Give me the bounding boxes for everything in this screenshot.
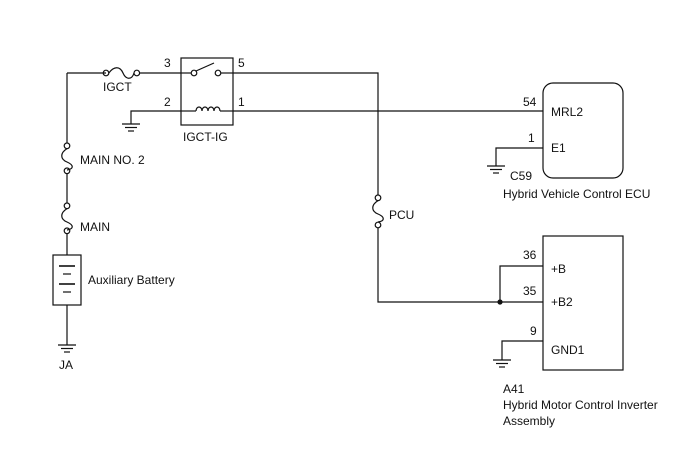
relay-name-label: IGCT-IG (183, 130, 228, 144)
hybrid-vehicle-control-ecu-box (542, 82, 624, 179)
ground-ja-label: JA (59, 358, 73, 372)
relay-pin-2: 2 (164, 95, 171, 109)
inverter-name-line1: Hybrid Motor Control Inverter (503, 398, 658, 412)
ground-symbol-ja (58, 344, 76, 353)
wire-relay-pin5 (233, 72, 379, 195)
auxiliary-battery (52, 254, 82, 306)
main-fuse (61, 202, 73, 235)
auxiliary-battery-label: Auxiliary Battery (88, 273, 175, 287)
ground-symbol-relay (122, 123, 140, 132)
inverter-pin-b-number: 36 (523, 248, 537, 262)
main-no2-fuse (61, 142, 73, 175)
ecu-name-label: Hybrid Vehicle Control ECU (503, 187, 650, 201)
igct-ig-relay-box (180, 57, 234, 126)
ecu-pin-e1-label: E1 (551, 141, 566, 155)
ecu-pin-mrl2-number: 54 (523, 95, 537, 109)
inverter-pin-b-label: +B (551, 262, 566, 276)
main-no2-fuse-label: MAIN NO. 2 (80, 153, 145, 167)
inverter-name-line2: Assembly (503, 414, 555, 428)
wire-relay-pin2-to-ground (130, 110, 181, 124)
relay-pin-5: 5 (238, 56, 245, 70)
main-fuse-label: MAIN (80, 220, 110, 234)
igct-fuse-label: IGCT (103, 80, 132, 94)
igct-fuse (102, 67, 141, 79)
wire-inverter-gnd-to-ground (501, 340, 543, 360)
inverter-connector-label: A41 (503, 382, 525, 396)
ecu-connector-label: C59 (510, 169, 532, 183)
pcu-fuse-label: PCU (389, 208, 414, 222)
relay-pin-3: 3 (164, 56, 171, 70)
hybrid-motor-control-inverter-box (542, 235, 624, 371)
inverter-pin-b2-number: 35 (523, 284, 537, 298)
wire-inverter-b-branch (499, 265, 543, 302)
ecu-pin-mrl2-label: MRL2 (551, 105, 583, 119)
wire-ecu-e1-to-ground (495, 147, 543, 166)
pcu-fuse (372, 194, 384, 229)
inverter-pin-gnd-number: 9 (530, 324, 537, 338)
ground-symbol-inverter (493, 359, 511, 368)
relay-pin-1: 1 (238, 95, 245, 109)
ecu-pin-e1-number: 1 (528, 131, 535, 145)
relay-coil (181, 106, 233, 112)
wire-pcu-to-inverter (377, 227, 543, 303)
relay-switch (181, 62, 233, 77)
junction-dot (497, 299, 503, 305)
ground-symbol-ecu (487, 165, 505, 174)
inverter-pin-gnd-label: GND1 (551, 343, 585, 357)
inverter-pin-b2-label: +B2 (551, 295, 573, 309)
